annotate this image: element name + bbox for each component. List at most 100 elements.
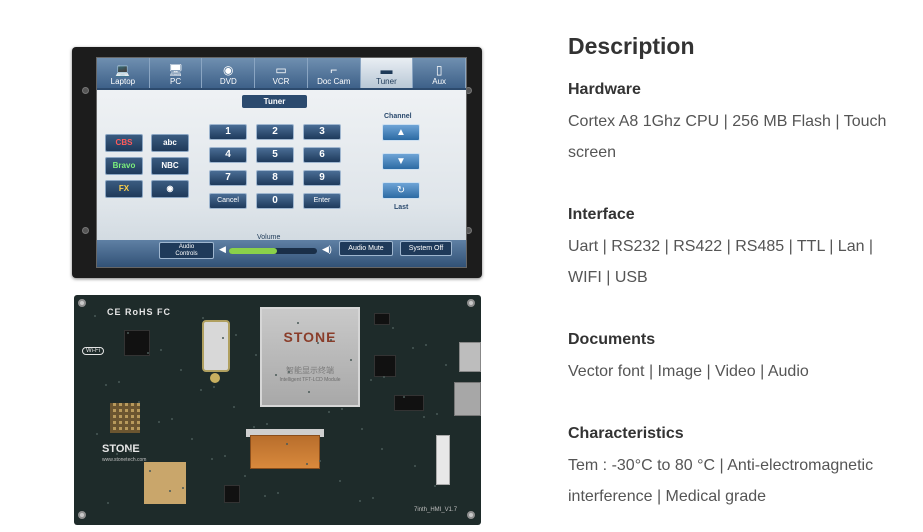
- pcb-component: [350, 359, 352, 361]
- page-title: Tuner: [242, 95, 307, 108]
- tab-aux[interactable]: ▯ Aux: [413, 58, 466, 88]
- pcb-component: [339, 480, 341, 482]
- tab-pc[interactable]: 🖥 PC: [150, 58, 203, 88]
- certification-marks: CE RoHS FC: [107, 307, 171, 317]
- audio-mute-button[interactable]: Audio Mute: [339, 241, 393, 256]
- pcb-version: 7inth_HMI_V1.7: [414, 507, 458, 513]
- pcb-component: [116, 453, 118, 455]
- battery-contact: [210, 373, 220, 383]
- audio-controls-label: Controls: [175, 251, 198, 257]
- pcb-component: [129, 450, 131, 452]
- doc-cam-icon: ⌐: [330, 63, 338, 77]
- interface-heading: Interface: [568, 206, 635, 223]
- pcb-component: [118, 381, 120, 383]
- cancel-button[interactable]: Cancel: [209, 193, 247, 209]
- pcb-component: [171, 418, 173, 420]
- pcb-component: [403, 396, 405, 398]
- tab-vcr[interactable]: ▭ VCR: [255, 58, 308, 88]
- tab-label: Doc Cam: [317, 77, 351, 86]
- wifi-mark: Wi-Fi: [82, 347, 104, 355]
- volume-slider-fill: [229, 248, 278, 254]
- key-8-button[interactable]: 8: [256, 170, 294, 186]
- channel-down-button[interactable]: ▼: [382, 153, 420, 170]
- key-0-button[interactable]: 0: [256, 193, 294, 209]
- tab-laptop[interactable]: 💻 Laptop: [97, 58, 150, 88]
- volume-slider[interactable]: [229, 248, 317, 254]
- station-cbs-button[interactable]: CBS: [105, 134, 143, 152]
- pcb-component: [266, 423, 268, 425]
- characteristics-heading: Characteristics: [568, 425, 684, 442]
- pcb-component: [436, 413, 438, 415]
- refresh-icon: ↻: [396, 185, 406, 196]
- usb-port: [459, 342, 481, 372]
- arrow-up-icon: ▲: [396, 127, 406, 138]
- station-bravo-button[interactable]: Bravo: [105, 157, 143, 175]
- source-tab-bar: 💻 Laptop 🖥 PC ◉ DVD ▭ VCR ⌐ Doc Cam ▬ Tu…: [97, 58, 466, 90]
- speaker-high-icon[interactable]: ◀): [322, 244, 332, 254]
- tab-tuner[interactable]: ▬ Tuner: [360, 58, 414, 88]
- pcb-component: [370, 379, 372, 381]
- pcb-component: [105, 384, 107, 386]
- pcb-component: [169, 490, 171, 492]
- pcb-component: [317, 342, 319, 344]
- key-2-button[interactable]: 2: [256, 124, 294, 140]
- pcb-component: [445, 364, 447, 366]
- arrow-down-icon: ▼: [396, 156, 406, 167]
- last-channel-button[interactable]: ↻: [382, 182, 420, 199]
- pcb-component: [425, 344, 427, 346]
- tab-label: VCR: [272, 77, 290, 86]
- ic-chip: [374, 355, 396, 377]
- key-1-button[interactable]: 1: [209, 124, 247, 140]
- key-9-button[interactable]: 9: [303, 170, 341, 186]
- tab-doc-cam[interactable]: ⌐ Doc Cam: [308, 58, 361, 88]
- pcb-component: [160, 349, 162, 351]
- mount-hole: [467, 299, 475, 307]
- copper-pad: [144, 462, 186, 504]
- audio-controls-button[interactable]: Audio Controls: [159, 242, 214, 259]
- tab-label: Aux: [432, 77, 447, 86]
- mount-hole: [78, 511, 86, 519]
- station-nbc-button[interactable]: NBC: [151, 157, 189, 175]
- pcb-component: [107, 502, 109, 504]
- station-abc-button[interactable]: abc: [151, 134, 189, 152]
- enter-button[interactable]: Enter: [303, 193, 341, 209]
- pcb-component: [213, 386, 215, 388]
- pcb-component: [328, 411, 330, 413]
- interface-line: Uart | RS232 | RS422 | RS485 | TTL | Lan…: [568, 238, 874, 255]
- pcb-component: [211, 458, 213, 460]
- interface-line: WIFI | USB: [568, 269, 648, 286]
- pcb-component: [275, 374, 277, 376]
- pcb-component: [255, 354, 257, 356]
- pcb-component: [233, 406, 235, 408]
- main-module-chip: STONE 智能显示终端 Intelligent TFT-LCD Module: [260, 307, 360, 407]
- pcb-component: [147, 352, 149, 354]
- chip-subtitle-cn: 智能显示终端: [286, 366, 334, 375]
- pcb-component: [297, 322, 299, 324]
- pcb-component: [288, 371, 290, 373]
- aux-icon: ▯: [435, 63, 443, 77]
- mount-hole: [82, 87, 89, 94]
- station-fx-button[interactable]: FX: [105, 180, 143, 198]
- key-5-button[interactable]: 5: [256, 147, 294, 163]
- hardware-line: screen: [568, 144, 617, 161]
- documents-heading: Documents: [568, 331, 656, 348]
- pcb-component: [286, 443, 288, 445]
- system-off-button[interactable]: System Off: [400, 241, 452, 256]
- pcb-component: [94, 315, 96, 317]
- key-3-button[interactable]: 3: [303, 124, 341, 140]
- pcb-component: [96, 433, 98, 435]
- pcb-component: [372, 497, 374, 499]
- vcr-icon: ▭: [275, 63, 287, 77]
- fpc-connector: [246, 429, 324, 437]
- channel-up-button[interactable]: ▲: [382, 124, 420, 141]
- last-label: Last: [394, 204, 409, 211]
- pcb-component: [359, 500, 361, 502]
- description-title: Description: [568, 33, 695, 59]
- tab-dvd[interactable]: ◉ DVD: [202, 58, 256, 88]
- station-cbs-eye-button[interactable]: ◉: [151, 180, 189, 198]
- key-7-button[interactable]: 7: [209, 170, 247, 186]
- key-6-button[interactable]: 6: [303, 147, 341, 163]
- pcb-component: [392, 327, 394, 329]
- speaker-low-icon[interactable]: ◀: [219, 244, 226, 254]
- key-4-button[interactable]: 4: [209, 147, 247, 163]
